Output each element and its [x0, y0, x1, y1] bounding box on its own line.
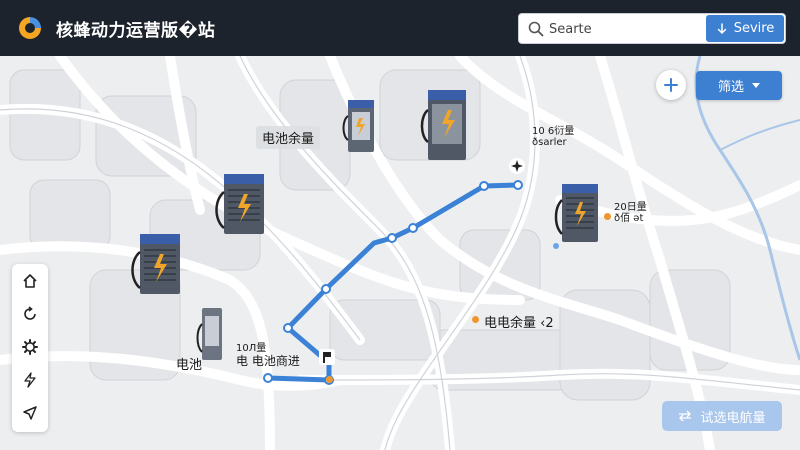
- battery-route-line: 电 电池商进: [236, 354, 300, 368]
- filter-button[interactable]: 筛选: [696, 71, 782, 100]
- swap-arrows-icon: [679, 410, 692, 422]
- station-info-line: ð佰 ət: [614, 213, 644, 224]
- map-roads: [0, 56, 800, 450]
- charging-station-icon[interactable]: [420, 84, 472, 164]
- filter-button-label: 筛选: [717, 80, 744, 95]
- app-header: 核蜂动力运营版�站 Sevire: [0, 0, 800, 56]
- station-marker[interactable]: [472, 316, 479, 323]
- plus-icon: [664, 78, 678, 92]
- station-info-label: 20日量 ð佰 ət: [614, 202, 647, 224]
- battery-label: 电池: [176, 358, 203, 373]
- home-button[interactable]: [12, 264, 48, 298]
- arrow-down-icon: [717, 22, 726, 34]
- refresh-icon: [24, 306, 36, 320]
- station-info-line: 10 6衍量: [532, 126, 575, 137]
- flag-icon[interactable]: [318, 348, 336, 366]
- search-icon: [528, 21, 544, 37]
- charging-station-icon[interactable]: [212, 166, 270, 240]
- search-button[interactable]: Sevire: [706, 15, 784, 42]
- charging-station-icon[interactable]: [196, 304, 226, 364]
- gear-icon: [22, 339, 38, 355]
- map-toolbar: [12, 264, 48, 432]
- navigate-icon: [23, 406, 37, 420]
- search-input[interactable]: [549, 18, 699, 40]
- home-icon: [23, 274, 37, 288]
- battery-remaining-label: 电池余量: [256, 126, 321, 149]
- app-logo: [19, 17, 41, 39]
- battery-route-line: 10Л量: [236, 343, 267, 354]
- charging-station-icon[interactable]: [552, 178, 602, 248]
- battery-remaining-label: 电电余量 ‹2: [484, 316, 554, 331]
- filter-route-button[interactable]: 试选电航量: [662, 401, 782, 431]
- chevron-down-icon: [752, 82, 760, 88]
- navigate-button[interactable]: [12, 396, 48, 430]
- station-marker[interactable]: [326, 376, 333, 383]
- settings-button[interactable]: [12, 330, 48, 364]
- charging-filter-button[interactable]: [12, 363, 48, 397]
- battery-route-label: 10Л量 电 电池商进: [236, 343, 300, 368]
- station-marker[interactable]: [604, 213, 611, 220]
- app-title: 核蜂动力运营版�站: [56, 21, 216, 41]
- map-canvas[interactable]: 电池余量 10 6衍量 ðsarler 20日量 ð佰 ət 电电余量 ‹2 电…: [0, 56, 800, 450]
- station-info-label: 10 6衍量 ðsarler: [532, 126, 574, 148]
- station-info-line: ðsarler: [532, 137, 567, 148]
- refresh-button[interactable]: [12, 297, 48, 331]
- zoom-in-button[interactable]: [656, 70, 686, 100]
- destination-marker-icon[interactable]: [508, 157, 526, 175]
- station-info-line: 20日量: [614, 202, 647, 213]
- charging-station-icon[interactable]: [342, 96, 378, 156]
- charging-station-icon[interactable]: [128, 226, 186, 300]
- lightning-icon: [24, 372, 36, 388]
- filter-route-button-label: 试选电航量: [700, 410, 766, 426]
- search-button-label: Sevire: [733, 21, 775, 36]
